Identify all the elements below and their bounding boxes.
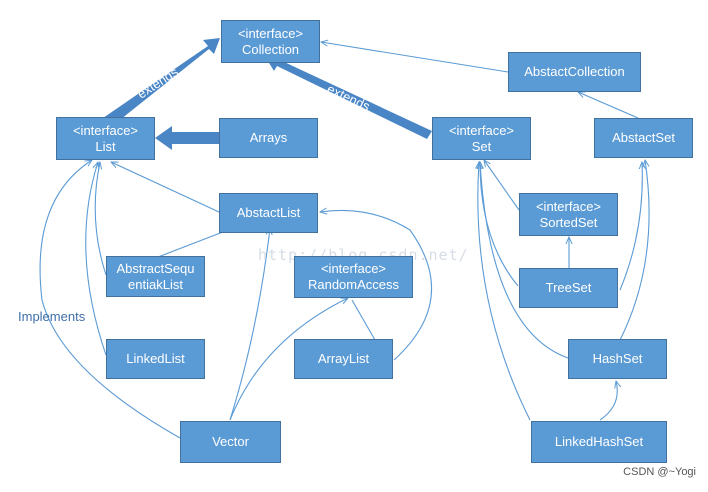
- node-abstactset: AbstactSet: [594, 118, 693, 158]
- node-randomaccess-interface: <interface> RandomAccess: [294, 256, 413, 298]
- node-name: ArrayList: [317, 351, 370, 366]
- node-name: Collection: [241, 41, 300, 57]
- extends-label-left: extends: [134, 64, 181, 102]
- node-name: Vector: [212, 434, 249, 449]
- node-arrays: Arrays: [219, 118, 318, 158]
- abstactcollection-to-collection-edge: [321, 42, 509, 73]
- node-linkedhashset: LinkedHashSet: [531, 421, 667, 463]
- arraylist-to-randomaccess-edge: [351, 299, 376, 341]
- node-name: Set: [471, 138, 492, 154]
- abstactlist-to-list-edge: [111, 162, 220, 213]
- node-name-line2: entiakList: [128, 276, 183, 292]
- abstactset-to-abstactcollection-edge: [578, 92, 639, 119]
- node-list-interface: <interface> List: [56, 117, 155, 160]
- node-name: SortedSet: [539, 214, 598, 230]
- abstractsequentiallist-to-list-edge: [94, 162, 107, 276]
- node-name: RandomAccess: [307, 277, 400, 292]
- node-name: List: [95, 138, 116, 154]
- stereotype-label: <interface>: [320, 261, 387, 276]
- stereotype-label: <interface>: [237, 25, 304, 41]
- implements-label: Implements: [18, 309, 86, 324]
- stereotype-label: <interface>: [72, 122, 139, 138]
- node-sortedset-interface: <interface> SortedSet: [519, 193, 618, 236]
- node-name: LinkedHashSet: [554, 434, 644, 449]
- node-name: HashSet: [592, 351, 643, 366]
- node-vector: Vector: [180, 421, 281, 463]
- credit-text: CSDN @~Yogi: [623, 466, 696, 478]
- node-hashset: HashSet: [568, 339, 667, 379]
- sortedset-to-set-edge: [484, 160, 520, 211]
- node-name: AbstactCollection: [524, 64, 625, 79]
- node-abstractsequentiallist: AbstractSequ entiakList: [106, 256, 205, 297]
- arrays-to-list-arrow: [155, 126, 219, 150]
- node-treeset: TreeSet: [519, 268, 618, 308]
- node-name: AbstactList: [236, 205, 301, 220]
- treeset-to-abstactset-edge: [619, 162, 642, 291]
- linkedhashset-to-set-edge: [478, 162, 531, 421]
- hashset-to-set-edge: [480, 162, 569, 359]
- node-name: Arrays: [249, 130, 288, 145]
- linkedlist-to-list-edge: [85, 162, 107, 356]
- node-linkedlist: LinkedList: [106, 339, 205, 379]
- node-collection-interface: <interface> Collection: [221, 20, 320, 63]
- node-arraylist: ArrayList: [294, 339, 393, 379]
- node-abstactcollection: AbstactCollection: [508, 52, 641, 92]
- node-abstactlist: AbstactList: [219, 193, 318, 233]
- stereotype-label: <interface>: [448, 122, 515, 138]
- node-name: AbstactSet: [612, 130, 675, 145]
- vector-to-randomaccess-edge: [229, 298, 348, 421]
- node-name: LinkedList: [126, 351, 185, 366]
- node-name-line1: AbstractSequ: [116, 260, 195, 276]
- vector-implements-list-edge: [39, 160, 181, 439]
- arraylist-to-abstactlist-edge: [320, 210, 432, 361]
- treeset-to-set-edge: [480, 162, 519, 287]
- extends-label-right: extends: [325, 81, 373, 114]
- node-set-interface: <interface> Set: [432, 117, 531, 160]
- linkedhashset-to-hashset-edge: [599, 381, 617, 421]
- stereotype-label: <interface>: [535, 198, 602, 214]
- list-extends-collection-arrow: [103, 38, 220, 127]
- node-name: TreeSet: [545, 280, 592, 295]
- hashset-to-abstactset-edge: [619, 160, 650, 341]
- vector-to-abstactlist-edge: [229, 228, 270, 421]
- set-extends-collection-arrow: [266, 55, 432, 139]
